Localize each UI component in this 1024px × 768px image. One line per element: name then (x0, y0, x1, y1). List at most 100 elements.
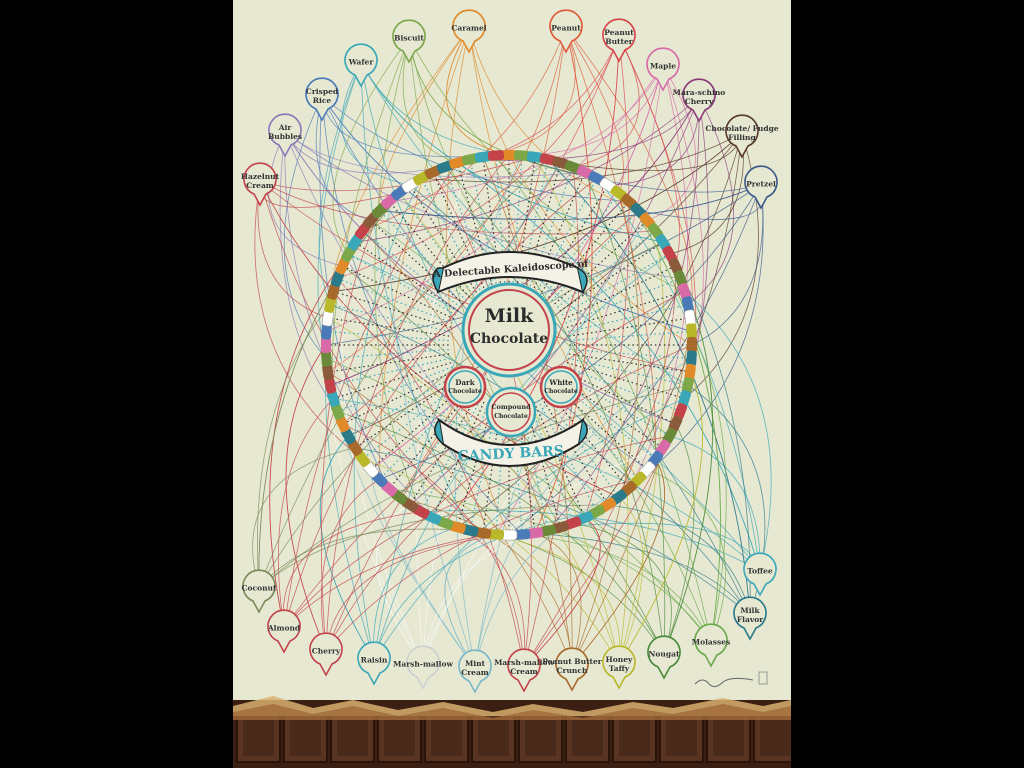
candy-bar-tile (678, 283, 691, 300)
ingredient-bubble: Maple (646, 47, 680, 92)
ingredient-bubble: Marsh-mallow (393, 645, 453, 690)
candy-bar-tile (552, 521, 569, 534)
candy-bar-tile (335, 415, 350, 433)
spoke (469, 159, 497, 284)
chocolate-square-inner (431, 720, 462, 756)
connection-curve (259, 180, 484, 534)
ingredient-bubble: Toffee (743, 552, 777, 597)
connection-curve (370, 469, 476, 669)
connection-curve (508, 154, 762, 193)
connection-curve (331, 37, 410, 399)
candy-bar-tile (668, 415, 683, 433)
candy-bar-tile (552, 156, 569, 169)
kaleidoscope-diagram: Milk Chocolate Dark Chocolate White Choc… (233, 9, 791, 768)
candy-bar-tile (330, 270, 345, 287)
candy-bar-tile (341, 427, 356, 445)
candy-bar-tile (686, 350, 697, 367)
spoke (521, 159, 549, 284)
ingredient-bubble: Wafer (344, 43, 378, 88)
candy-bar-tile (487, 529, 505, 540)
connection-curve (470, 96, 700, 161)
spoke (398, 394, 474, 498)
spoke (337, 366, 453, 412)
chocolate-square-inner (337, 720, 368, 756)
spoke (327, 353, 450, 373)
chocolate-title: Chocolate (470, 331, 548, 347)
ingredient-bubble: Nougat (647, 635, 681, 680)
connection-curve (474, 220, 648, 669)
white-chocolate-emblem: White Chocolate (539, 365, 583, 409)
candy-bar-ring (321, 150, 697, 541)
connection-curve (342, 423, 525, 668)
connection-curve (353, 178, 422, 661)
connection-curve (337, 278, 525, 668)
ingredient-label: Pretzel (746, 180, 776, 189)
connection-curve (258, 159, 549, 589)
ingredient-label: Toffee (747, 567, 773, 576)
spoke (456, 162, 493, 286)
connection-curve (373, 526, 458, 661)
spoke (517, 406, 536, 534)
chocolate-square-inner (243, 720, 274, 756)
connection-curve (327, 371, 573, 667)
candy-bar-tile (662, 245, 677, 263)
connection-curve (258, 384, 688, 589)
spoke (512, 155, 523, 283)
candy-bar-tile (327, 390, 340, 407)
connection-curve (618, 371, 703, 665)
ingredient-label: Cherry (312, 647, 341, 656)
connection-curve (283, 435, 670, 629)
candy-bar-tile (436, 160, 454, 174)
svg-text:Dark: Dark (455, 378, 474, 387)
spoke (525, 404, 562, 528)
candy-bar-tile (539, 524, 557, 537)
connection-curve (285, 344, 327, 652)
spoke (482, 406, 501, 534)
candy-bar-tile (449, 156, 466, 169)
ingredient-label: Maple (650, 62, 676, 71)
candy-bar-tile (324, 296, 337, 313)
connection-curve (348, 132, 743, 437)
connection-curve (370, 65, 664, 470)
chocolate-square-inner (384, 720, 415, 756)
candy-bar-tile (324, 377, 337, 394)
connection-curve (360, 61, 471, 531)
spoke (556, 382, 656, 460)
connection-curve (259, 156, 536, 192)
candy-bar-tile (686, 323, 697, 340)
candy-bar-tile (335, 257, 350, 275)
connection-curve (252, 447, 356, 589)
ingredient-bubble: Raisin (357, 641, 391, 686)
candy-bar-tile (539, 153, 557, 166)
connection-curve (284, 131, 676, 425)
spoke (537, 177, 598, 291)
connection-curve (258, 528, 471, 589)
chocolate-square-inner (290, 720, 321, 756)
spoke (388, 392, 470, 489)
connection-curve (522, 65, 664, 156)
candy-bar-poster: Milk Chocolate Dark Chocolate White Choc… (233, 0, 791, 768)
spoke (554, 385, 648, 470)
connection-curve (373, 162, 561, 661)
candy-bar-tile (321, 337, 331, 353)
spoke (554, 220, 648, 305)
svg-text:Chocolate: Chocolate (494, 413, 528, 420)
connection-curve (565, 27, 693, 319)
spoke (456, 404, 493, 528)
connection-curve (468, 27, 639, 212)
ingredient-bubble: Peanut (549, 9, 583, 54)
connection-curve (422, 304, 689, 665)
spoke (362, 230, 462, 308)
connection-curve (321, 95, 496, 158)
connection-curve (691, 331, 727, 643)
